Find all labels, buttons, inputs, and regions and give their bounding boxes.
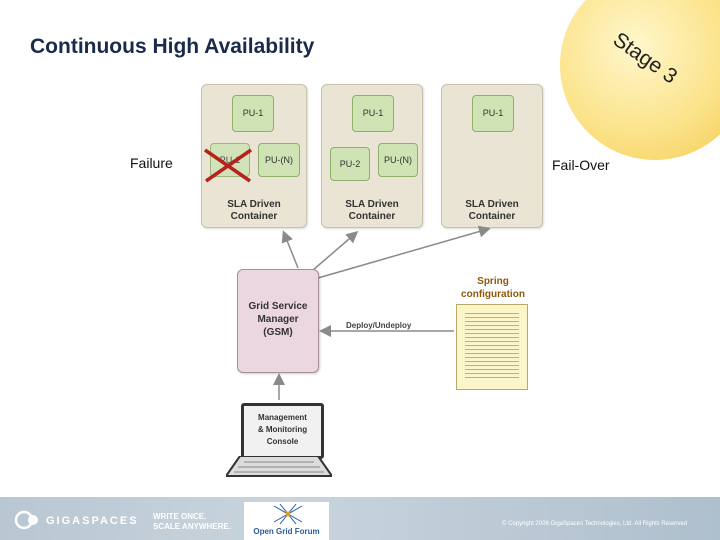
footer-bar [0,497,720,540]
failure-x-mark [204,148,252,183]
container-label-line2: Container [230,211,278,222]
arrow-gsm-to-container-3 [317,225,491,279]
sla-container-3: PU-1 SLA Driven Container [441,84,543,228]
failure-label: Failure [130,155,173,171]
ogf-logo-text: Open Grid Forum [253,527,320,536]
footer-tagline-line1: WRITE ONCE. [153,512,207,521]
gigaspaces-logo-icon [14,510,38,530]
footer-logo-text: GIGASPACES [46,515,139,527]
sla-container-1: PU-1 PU-1 PU-(N) SLA Driven Container [201,84,307,228]
laptop-keyboard-icon [226,456,332,477]
container-label: SLA Driven Container [442,199,542,223]
pu-label: PU-1 [242,108,264,118]
failover-label: Fail-Over [552,157,610,173]
pu-1-top: PU-1 [352,95,394,132]
pu-n: PU-(N) [258,143,300,177]
pu-1-new: PU-1 [472,95,514,132]
spring-label-line2: configuration [461,289,525,300]
gsm-label-line2: Manager [257,314,299,325]
ogf-logo: Open Grid Forum [244,502,329,540]
pu-label: PU-1 [219,155,241,165]
slide-title: Continuous High Availability [30,35,315,58]
pu-n: PU-(N) [378,143,418,177]
console-label-line3: Console [266,437,299,446]
gsm-label-line3: (GSM) [263,327,293,338]
container-label-line1: SLA Driven [465,199,519,210]
pu-label: PU-(N) [384,155,412,165]
container-label-line1: SLA Driven [345,199,399,210]
container-label: SLA Driven Container [322,199,422,223]
gsm-label-line1: Grid Service [248,301,308,312]
arrow-gsm-to-container-1 [281,230,299,269]
container-label-line2: Container [468,211,516,222]
document-lines [465,313,519,381]
pu-label: PU-1 [482,108,504,118]
ogf-grid-icon [273,503,303,525]
container-label-line2: Container [348,211,396,222]
pu-label: PU-1 [362,108,384,118]
deploy-label: Deploy/Undeploy [346,321,412,330]
console-label: Management & Monitoring Console [244,412,321,448]
console-label-line1: Management [258,413,307,422]
console-laptop-icon: Management & Monitoring Console [241,403,324,459]
console-label-line2: & Monitoring [257,425,308,434]
arrow-gsm-to-container-2 [312,231,359,271]
spring-config-label: Spring configuration [448,275,538,301]
pu-1-top: PU-1 [232,95,274,132]
copyright-text: © Copyright 2006 GigaSpaces Technologies… [502,521,688,527]
config-document-icon [456,304,528,390]
gsm-label: Grid Service Manager (GSM) [238,300,318,339]
pu-label: PU-(N) [265,155,293,165]
pu-label: PU-2 [339,159,361,169]
gsm-box: Grid Service Manager (GSM) [237,269,319,373]
container-label-line1: SLA Driven [227,199,281,210]
sla-container-2: PU-1 PU-2 PU-(N) SLA Driven Container [321,84,423,228]
pu-2: PU-2 [330,147,370,181]
footer-tagline-line2: SCALE ANYWHERE. [153,522,231,531]
container-label: SLA Driven Container [202,199,306,223]
footer-tagline: WRITE ONCE. SCALE ANYWHERE. [153,512,231,532]
spring-label-line1: Spring [477,276,509,287]
